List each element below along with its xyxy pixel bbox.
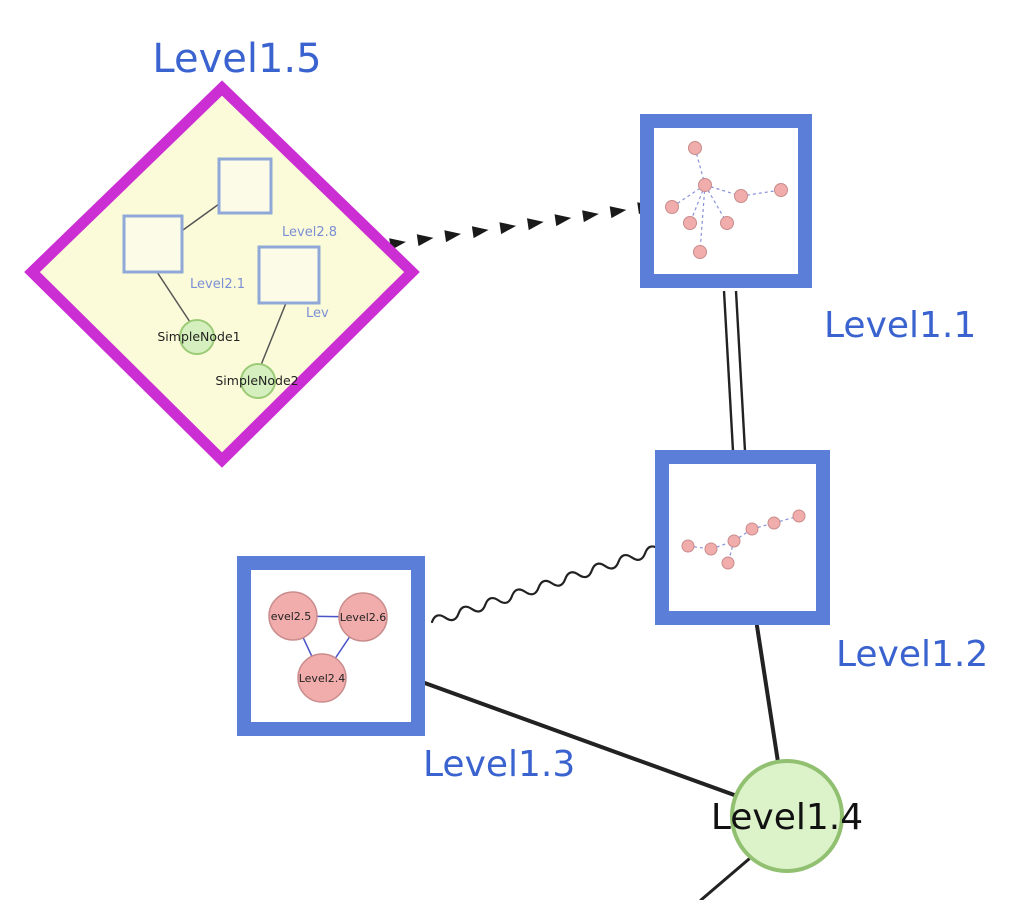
inner-label-level2-5: evel2.5 xyxy=(271,610,312,623)
inner-edge-lev-simplenode2[interactable] xyxy=(260,302,287,366)
inner-node-level2-5[interactable] xyxy=(268,591,318,641)
inner-node-simplenode2[interactable] xyxy=(240,363,276,399)
level1-3-box[interactable] xyxy=(237,556,425,736)
node-level1-2 xyxy=(655,450,830,625)
mini-node[interactable] xyxy=(792,509,806,523)
inner-node-lev-square[interactable] xyxy=(257,245,321,305)
edge-level1-1-level1-2-line2[interactable] xyxy=(734,290,747,452)
label-level1-4: Level1.4 xyxy=(711,797,863,838)
mini-node[interactable] xyxy=(683,216,697,230)
edge-level1-1-level1-2-line1[interactable] xyxy=(722,290,735,452)
wavy-path xyxy=(430,545,660,624)
inner-node-level2-1-square[interactable] xyxy=(122,214,184,274)
mini-graph-level1-2 xyxy=(681,509,806,570)
inner-label-level2-1: Level2.1 xyxy=(190,277,245,292)
arrowhead-icon xyxy=(471,226,489,239)
inner-label-simplenode2: SimpleNode2 xyxy=(215,373,298,388)
inner-label-simplenode1: SimpleNode1 xyxy=(157,329,240,344)
arrowhead-icon xyxy=(499,222,517,235)
edge-level1-3-level1-2-wavy[interactable] xyxy=(430,545,660,627)
mini-node[interactable] xyxy=(698,178,712,192)
arrowhead-icon xyxy=(554,214,572,227)
arrowhead-icon xyxy=(526,218,544,231)
edge-level1-3-level1-4[interactable] xyxy=(420,680,739,798)
level1-2-box[interactable] xyxy=(655,450,830,625)
arrowhead-icon xyxy=(582,210,599,223)
inner-edge-level2-1-level2-8[interactable] xyxy=(182,203,220,231)
level1-5-diamond[interactable] xyxy=(24,80,420,468)
inner-node-level2-6[interactable] xyxy=(338,592,388,642)
mini-node[interactable] xyxy=(734,189,748,203)
inner-node-level2-8-square[interactable] xyxy=(217,157,273,215)
mini-node[interactable] xyxy=(727,534,741,548)
edge-level1-2-level1-4[interactable] xyxy=(755,624,780,764)
inner-label-lev: Lev xyxy=(306,306,329,321)
mini-node[interactable] xyxy=(720,216,734,230)
label-level1-3: Level1.3 xyxy=(423,744,575,785)
mini-node[interactable] xyxy=(745,522,759,536)
arrowhead-icon xyxy=(609,206,627,219)
mini-edge[interactable] xyxy=(699,184,706,253)
mini-graph-level1-1 xyxy=(665,141,788,259)
inner-node-level2-4[interactable] xyxy=(297,653,347,703)
mini-edge[interactable] xyxy=(773,515,800,524)
inner-label-level2-4: Level2.4 xyxy=(299,672,346,685)
node-level1-3: evel2.5 Level2.6 Level2.4 xyxy=(237,556,425,736)
mini-node[interactable] xyxy=(721,556,735,570)
inner-node-simplenode1[interactable] xyxy=(179,319,215,355)
inner-label-level2-8: Level2.8 xyxy=(282,225,337,240)
edge-level1-4-stub[interactable] xyxy=(699,857,751,900)
mini-node[interactable] xyxy=(704,542,718,556)
arrowhead-icon xyxy=(416,234,434,247)
label-level1-2: Level1.2 xyxy=(836,634,988,675)
label-level1-1: Level1.1 xyxy=(824,305,976,346)
node-level1-4: Level1.4 xyxy=(711,759,863,873)
level1-4-circle[interactable] xyxy=(730,759,844,873)
mini-edge[interactable] xyxy=(704,184,728,224)
mini-node[interactable] xyxy=(767,516,781,530)
inner-label-level2-6: Level2.6 xyxy=(340,611,387,624)
arrowhead-icon xyxy=(444,230,462,243)
node-level1-5: Level2.8 Level2.1 Lev SimpleNode1 Simple… xyxy=(24,80,420,468)
mini-node[interactable] xyxy=(665,200,679,214)
node-level1-1 xyxy=(640,114,812,288)
mini-node[interactable] xyxy=(681,539,695,553)
mini-node[interactable] xyxy=(693,245,707,259)
inner-edge-level2-1-simplenode1[interactable] xyxy=(156,271,191,323)
mini-node[interactable] xyxy=(774,183,788,197)
mini-node[interactable] xyxy=(688,141,702,155)
edge-level1-5-to-level1-1[interactable] xyxy=(389,200,655,251)
label-level1-5: Level1.5 xyxy=(152,36,321,82)
